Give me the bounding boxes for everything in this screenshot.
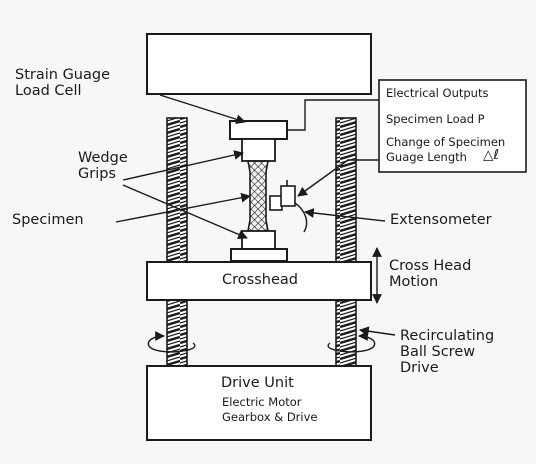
left-ball-screw [166,117,188,367]
strain-gauge-line1: Strain Guage [15,67,111,83]
top-frame-beam [146,33,372,95]
strain-gauge-line2: Load Cell [15,83,82,100]
recirc-line2: Ball Screw [400,344,476,361]
specimen-label: Specimen [12,212,84,228]
wedge-leader-lower [122,184,248,240]
strain-gauge-leader [159,94,246,124]
drive-unit-label: Drive Unit [221,375,294,391]
recirc-line1: Recirculating [400,328,495,344]
drive-unit-box [146,365,372,441]
cross-head-motion-line1: Cross Head [389,258,472,274]
extensometer-label: Extensometer [390,212,492,228]
outputs-title: Electrical Outputs [386,86,489,100]
upper-grip [241,138,276,162]
recirculating-ball-screw-label: Recirculating Ball Screw Drive [400,328,494,377]
crosshead-beam [146,261,372,301]
cross-head-motion-label: Cross Head Motion [389,258,471,290]
wedge-line2: Grips [78,166,116,183]
wedge-line1: Wedge [78,150,128,166]
outputs-change-line2: Guage Length [386,150,467,164]
left-rotation-arrow [147,331,196,353]
recirculating-leader [359,326,396,337]
outputs-delta-symbol: △ℓ [483,147,499,163]
lower-grip-base [230,248,288,262]
specimen-shape [247,160,269,232]
outputs-change-line1: Change of Specimen [386,135,506,149]
extensometer-leader [304,208,386,222]
specimen-leader [115,192,251,223]
electric-motor-label: Electric Motor [222,395,302,409]
crosshead-label: Crosshead [222,272,298,288]
cross-head-motion-line2: Motion [389,274,439,291]
recirc-line3: Drive [400,360,439,377]
lower-grip [241,230,276,250]
extensometer-device [269,180,308,233]
load-cell [229,120,288,140]
outputs-specimen-load: Specimen Load P [386,112,485,126]
right-rotation-arrow [327,331,376,353]
wedge-leader-upper [122,150,244,181]
electrical-outputs-box [378,79,527,173]
right-ball-screw [335,117,357,367]
wedge-grips-label: Wedge Grips [78,150,128,182]
extensometer-signal-line [297,159,379,197]
load-cell-signal-line [287,99,379,131]
strain-gauge-label: Strain Guage Load Cell [15,67,110,99]
gearbox-drive-label: Gearbox & Drive [222,410,318,424]
